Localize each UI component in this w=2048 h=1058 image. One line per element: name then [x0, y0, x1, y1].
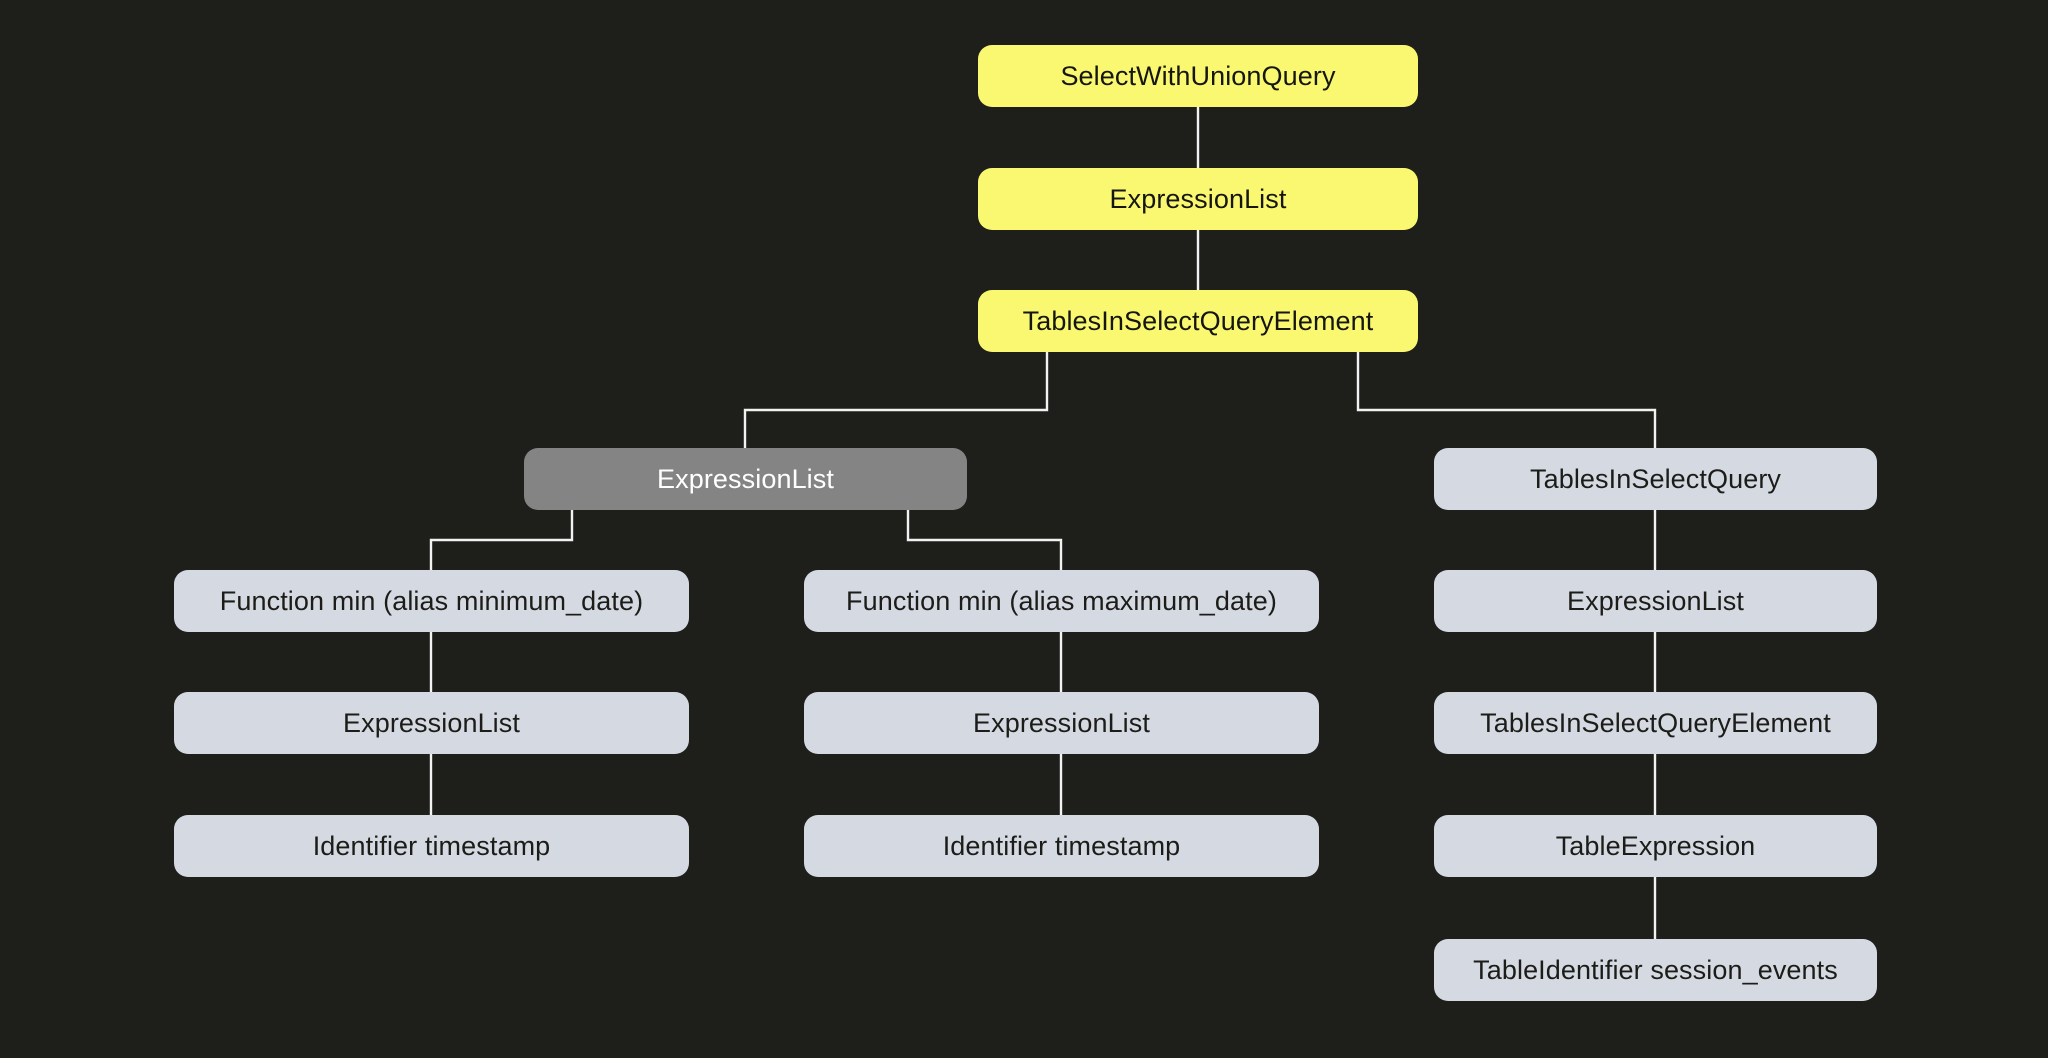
edge-n2-n4: [1356, 352, 1657, 448]
tree-node-label: ExpressionList: [973, 707, 1150, 738]
tree-node-label: TablesInSelectQuery: [1529, 463, 1782, 494]
tree-node-n4[interactable]: TablesInSelectQuery: [1434, 448, 1877, 510]
tree-node-label: ExpressionList: [343, 707, 520, 738]
tree-node-label: TablesInSelectQueryElement: [1022, 305, 1374, 336]
tree-node-n10[interactable]: TablesInSelectQueryElement: [1434, 692, 1877, 754]
tree-node-n5[interactable]: Function min (alias minimum_date): [174, 570, 689, 632]
tree-node-label: TablesInSelectQueryElement: [1480, 707, 1831, 738]
tree-node-n3[interactable]: ExpressionList: [524, 448, 967, 510]
tree-node-label: Function min (alias minimum_date): [219, 585, 644, 616]
tree-node-label: Function min (alias maximum_date): [846, 585, 1277, 616]
tree-node-n1[interactable]: ExpressionList: [978, 168, 1418, 230]
tree-node-n0[interactable]: SelectWithUnionQuery: [978, 45, 1418, 107]
tree-node-n11[interactable]: Identifier timestamp: [174, 815, 689, 877]
tree-node-n6[interactable]: Function min (alias maximum_date): [804, 570, 1319, 632]
tree-node-n7[interactable]: ExpressionList: [1434, 570, 1877, 632]
edge-n2-n3: [743, 352, 1049, 448]
tree-node-label: TableExpression: [1555, 830, 1756, 861]
tree-node-n13[interactable]: TableExpression: [1434, 815, 1877, 877]
edge-n3-n5: [429, 510, 574, 570]
edge-n3-n6: [906, 510, 1063, 570]
tree-node-n8[interactable]: ExpressionList: [174, 692, 689, 754]
tree-node-label: Identifier timestamp: [942, 830, 1181, 861]
tree-node-n9[interactable]: ExpressionList: [804, 692, 1319, 754]
tree-node-n14[interactable]: TableIdentifier session_events: [1434, 939, 1877, 1001]
tree-node-label: ExpressionList: [1567, 585, 1744, 616]
tree-node-label: Identifier timestamp: [312, 830, 551, 861]
tree-node-label: SelectWithUnionQuery: [1060, 60, 1336, 91]
tree-node-label: TableIdentifier session_events: [1473, 954, 1838, 985]
tree-node-label: ExpressionList: [1109, 183, 1287, 214]
tree-node-n12[interactable]: Identifier timestamp: [804, 815, 1319, 877]
tree-node-label: ExpressionList: [657, 463, 834, 494]
tree-node-n2[interactable]: TablesInSelectQueryElement: [978, 290, 1418, 352]
